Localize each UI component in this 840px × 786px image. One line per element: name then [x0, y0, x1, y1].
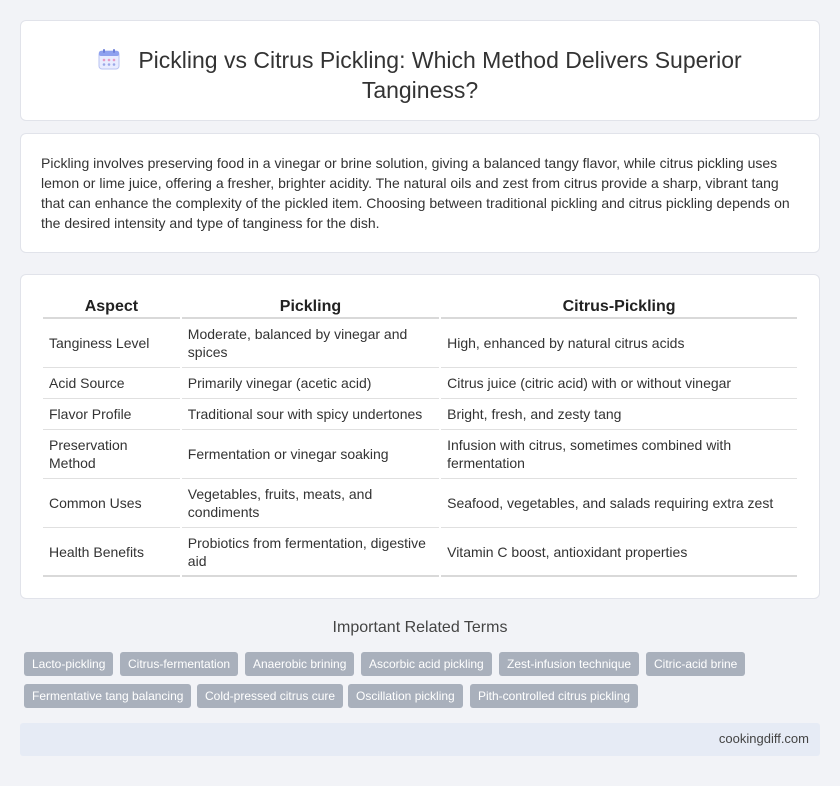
calendar-icon: [98, 47, 120, 70]
table-row: Tanginess Level Moderate, balanced by vi…: [43, 319, 797, 368]
related-terms-heading: Important Related Terms: [332, 619, 508, 636]
cell-citrus: Bright, fresh, and zesty tang: [441, 399, 797, 430]
cell-citrus: Seafood, vegetables, and salads requirin…: [441, 479, 797, 528]
cell-pickling: Primarily vinegar (acetic acid): [181, 368, 440, 399]
cell-aspect: Tanginess Level: [43, 319, 180, 368]
table-row: Health Benefits Probiotics from fermenta…: [43, 528, 797, 577]
header-aspect: Aspect: [43, 295, 180, 319]
cell-citrus: High, enhanced by natural citrus acids: [441, 319, 797, 368]
tag-anaerobic-brining[interactable]: Anaerobic brining: [245, 652, 355, 676]
cell-pickling: Traditional sour with spicy undertones: [181, 399, 440, 430]
footer: cookingdiff.com: [20, 723, 820, 756]
tag-ascorbic-acid-pickling[interactable]: Ascorbic acid pickling: [361, 652, 492, 676]
table-row: Acid Source Primarily vinegar (acetic ac…: [43, 368, 797, 399]
tag-zest-infusion-technique[interactable]: Zest-infusion technique: [499, 652, 640, 676]
intro-card: Pickling involves preserving food in a v…: [20, 133, 820, 253]
comparison-card: Aspect Pickling Citrus-Pickling Tangines…: [20, 274, 820, 599]
tag-oscillation-pickling[interactable]: Oscillation pickling: [348, 684, 463, 708]
table-row: Preservation Method Fermentation or vine…: [43, 430, 797, 479]
tag-lacto-pickling[interactable]: Lacto-pickling: [24, 652, 114, 676]
tag-pith-controlled-citrus-pickling[interactable]: Pith-controlled citrus pickling: [470, 684, 639, 708]
cell-pickling: Fermentation or vinegar soaking: [181, 430, 440, 479]
tag-cold-pressed-citrus-cure[interactable]: Cold-pressed citrus cure: [197, 684, 344, 708]
intro-text: Pickling involves preserving food in a v…: [41, 155, 790, 231]
cell-citrus: Citrus juice (citric acid) with or witho…: [441, 368, 797, 399]
cell-pickling: Moderate, balanced by vinegar and spices: [181, 319, 440, 368]
header-pickling: Pickling: [181, 295, 440, 319]
cell-aspect: Flavor Profile: [43, 399, 180, 430]
cell-aspect: Health Benefits: [43, 528, 180, 577]
table-row: Common Uses Vegetables, fruits, meats, a…: [43, 479, 797, 528]
title-line-2: Tanginess?: [361, 77, 479, 103]
header-card: Pickling vs Citrus Pickling: Which Metho…: [20, 20, 820, 121]
cell-aspect: Preservation Method: [43, 430, 180, 479]
header-citrus-pickling: Citrus-Pickling: [441, 295, 797, 319]
cell-citrus: Infusion with citrus, sometimes combined…: [441, 430, 797, 479]
cell-pickling: Vegetables, fruits, meats, and condiment…: [181, 479, 440, 528]
cell-citrus: Vitamin C boost, antioxidant properties: [441, 528, 797, 577]
tag-fermentative-tang-balancing[interactable]: Fermentative tang balancing: [24, 684, 192, 708]
page-title: Pickling vs Citrus Pickling: Which Metho…: [21, 45, 819, 105]
footer-site-link[interactable]: cookingdiff.com: [718, 731, 809, 746]
comparison-table: Aspect Pickling Citrus-Pickling Tangines…: [41, 295, 799, 577]
cell-aspect: Acid Source: [43, 368, 180, 399]
cell-aspect: Common Uses: [43, 479, 180, 528]
tag-citric-acid-brine[interactable]: Citric-acid brine: [646, 652, 746, 676]
title-line-1: Pickling vs Citrus Pickling: Which Metho…: [138, 47, 742, 73]
cell-pickling: Probiotics from fermentation, digestive …: [181, 528, 440, 577]
tag-citrus-fermentation[interactable]: Citrus-fermentation: [120, 652, 239, 676]
table-row: Flavor Profile Traditional sour with spi…: [43, 399, 797, 430]
